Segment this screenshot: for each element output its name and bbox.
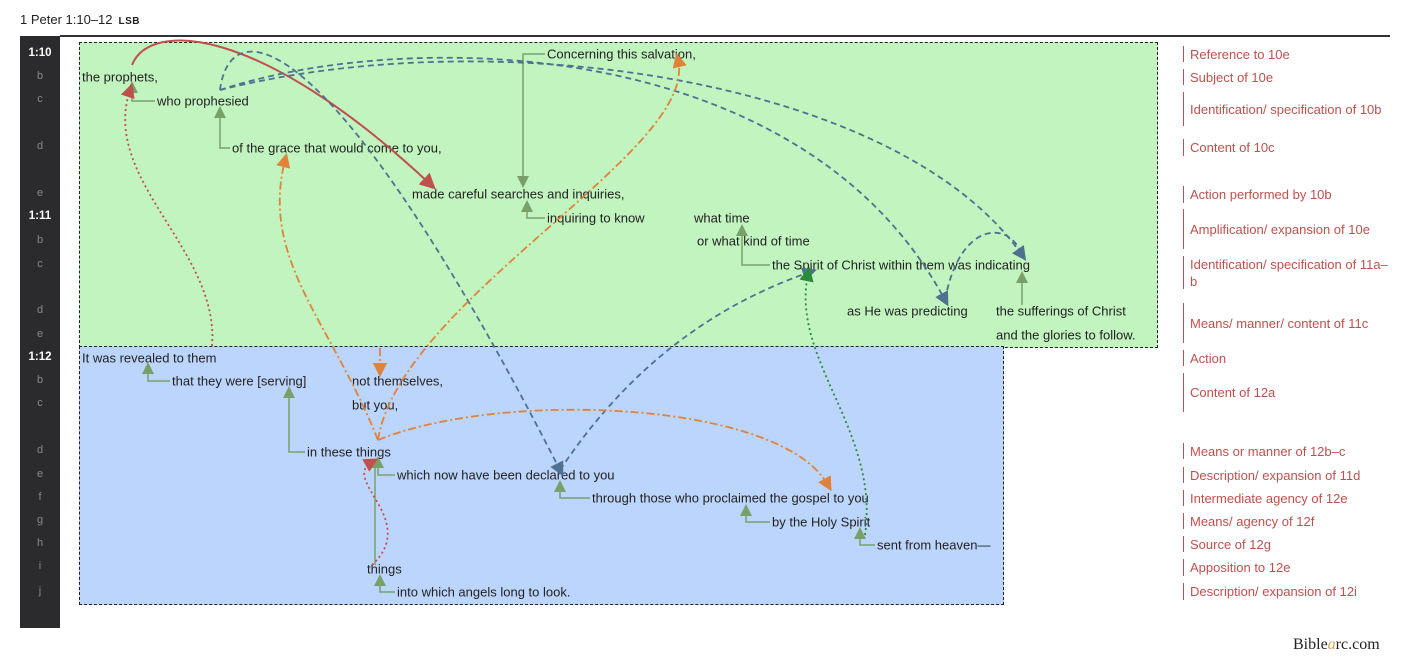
note-text: Identification/ specification of 10b	[1190, 101, 1382, 117]
line-label: b	[36, 374, 44, 386]
note-text: Action performed by 10b	[1190, 187, 1332, 202]
passage-title: 1 Peter 1:10–12 LSB	[20, 12, 140, 27]
relationship-note[interactable]: Identification/ specification of 10b	[1183, 92, 1390, 126]
phrase[interactable]: the prophets,	[82, 69, 158, 85]
line-label: c	[37, 258, 43, 270]
phrase[interactable]: and the glories to follow.	[996, 327, 1136, 343]
line-label: e	[36, 468, 44, 480]
note-text: Means/ agency of 12f	[1190, 513, 1315, 529]
line-label: d	[36, 444, 44, 456]
phrase[interactable]: sent from heaven—	[877, 537, 991, 553]
relationship-note[interactable]: Action performed by 10b	[1183, 186, 1390, 203]
blue-section-box[interactable]	[79, 346, 1004, 605]
phrase[interactable]: not themselves,	[352, 373, 444, 389]
line-label: c	[37, 397, 43, 409]
green-section-box[interactable]	[79, 42, 1158, 348]
phrase[interactable]: by the Holy Spirit	[772, 514, 871, 530]
relationship-note[interactable]: Source of 12g	[1183, 536, 1390, 552]
line-label: d	[36, 140, 44, 152]
passage-reference: 1 Peter 1:10–12	[20, 12, 113, 27]
phrase[interactable]: It was revealed to them	[82, 350, 217, 366]
phrase[interactable]: through those who proclaimed the gospel …	[592, 490, 869, 506]
phrase[interactable]: or what kind of time	[697, 233, 810, 249]
relationship-note[interactable]: Content of 10c	[1183, 139, 1390, 156]
relationship-note[interactable]: Means/ agency of 12f	[1183, 513, 1390, 529]
line-label: e	[36, 187, 44, 199]
divider	[60, 35, 1390, 37]
arc-green-dotted	[799, 266, 868, 536]
note-text: Intermediate agency of 12e	[1190, 490, 1348, 506]
phrase[interactable]: who prophesied	[157, 93, 249, 109]
note-text: Subject of 10e	[1190, 69, 1274, 85]
relationship-note[interactable]: Description/ expansion of 11d	[1183, 467, 1390, 483]
phrase[interactable]: the Spirit of Christ within them was ind…	[772, 257, 1030, 273]
phrase[interactable]: things	[367, 561, 402, 577]
phrase[interactable]: in these things	[307, 444, 391, 460]
relationship-note[interactable]: Subject of 10e	[1183, 69, 1390, 85]
connectors	[126, 53, 1028, 593]
phrase[interactable]: that they were [serving]	[172, 373, 307, 389]
phrase[interactable]: the sufferings of Christ	[996, 303, 1126, 319]
note-text: Amplification/ expansion of 10e	[1190, 221, 1370, 237]
line-label: i	[38, 560, 42, 572]
relationship-note[interactable]: Means or manner of 12b–c	[1183, 443, 1390, 459]
note-text: Description/ expansion of 11d	[1190, 467, 1361, 483]
line-label: 1:12	[28, 351, 52, 363]
line-label: g	[36, 514, 44, 526]
arcs-orange	[276, 52, 832, 492]
relationship-note[interactable]: Reference to 10e	[1183, 46, 1390, 62]
line-label: 1:10	[28, 47, 52, 59]
note-text: Identification/ specification of 11a–b	[1190, 256, 1388, 289]
phrase[interactable]: as He was predicting	[847, 303, 968, 319]
note-text: Action	[1190, 350, 1227, 366]
note-text: Description/ expansion of 12i	[1190, 584, 1357, 599]
note-text: Content of 10c	[1190, 140, 1275, 155]
phrase[interactable]: Concerning this salvation,	[547, 46, 696, 62]
phrase[interactable]: what time	[694, 210, 750, 226]
arc-red-dotted-2	[362, 458, 389, 566]
note-text: Reference to 10e	[1190, 46, 1290, 62]
phrase[interactable]: made careful searches and inquiries,	[412, 186, 625, 202]
relationship-note[interactable]: Description/ expansion of 12i	[1183, 583, 1390, 600]
relationship-note[interactable]: Identification/ specification of 11a–b	[1183, 256, 1390, 289]
relationship-note[interactable]: Means/ manner/ content of 11c	[1183, 303, 1390, 343]
relationship-note[interactable]: Amplification/ expansion of 10e	[1183, 209, 1390, 249]
line-label: 1:11	[28, 210, 52, 222]
line-label: c	[37, 93, 43, 105]
line-label: f	[38, 491, 42, 503]
line-label: e	[36, 328, 44, 340]
line-label: b	[36, 70, 44, 82]
arcs-blue	[219, 50, 1027, 477]
note-text: Means or manner of 12b–c	[1190, 443, 1346, 459]
line-label: b	[36, 234, 44, 246]
note-text: Source of 12g	[1190, 536, 1271, 552]
phrase[interactable]: inquiring to know	[547, 210, 645, 226]
relationship-note[interactable]: Apposition to 12e	[1183, 559, 1390, 576]
note-text: Apposition to 12e	[1190, 560, 1291, 575]
phrase[interactable]: of the grace that would come to you,	[232, 140, 442, 156]
version-badge: LSB	[118, 16, 141, 27]
line-label: j	[38, 585, 42, 597]
relationship-note[interactable]: Action	[1183, 350, 1390, 366]
note-text: Content of 12a	[1190, 385, 1276, 400]
line-label: h	[36, 537, 44, 549]
phrase[interactable]: into which angels long to look.	[397, 584, 571, 600]
note-text: Means/ manner/ content of 11c	[1190, 315, 1369, 331]
line-label: d	[36, 304, 44, 316]
relationship-note[interactable]: Intermediate agency of 12e	[1183, 490, 1390, 506]
biblearc-logo[interactable]: Biblearc.com	[1293, 636, 1380, 653]
arc-red-solid	[131, 39, 436, 190]
relationship-note[interactable]: Content of 12a	[1183, 373, 1390, 412]
arc-red-dotted	[120, 83, 214, 347]
